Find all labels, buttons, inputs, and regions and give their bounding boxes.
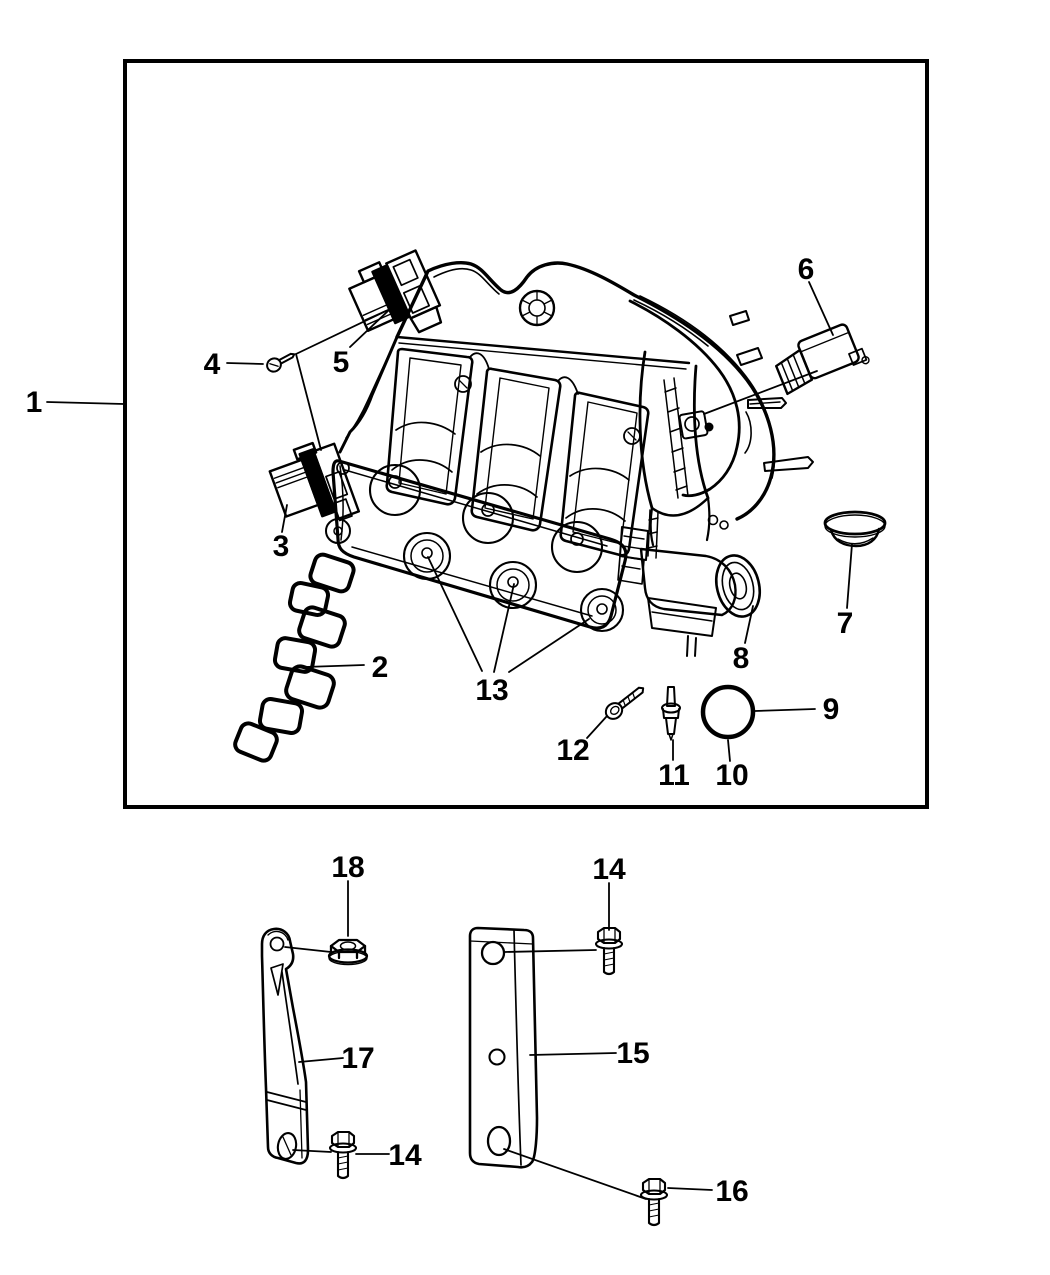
manifold-illustration	[233, 249, 887, 1227]
callout-4: 4	[204, 348, 221, 381]
leader-line-13	[508, 618, 590, 673]
leader-line-4	[226, 362, 264, 365]
intake-manifold-body	[325, 261, 814, 657]
leader-line-13	[493, 583, 515, 673]
leader-line-4	[295, 353, 322, 451]
callout-9: 9	[823, 693, 840, 726]
callout-14: 14	[592, 853, 626, 886]
callout-2: 2	[372, 651, 389, 684]
leader-line-1	[46, 401, 125, 405]
callout-12: 12	[556, 734, 589, 767]
leader-line-9	[754, 708, 816, 712]
o-ring-part-9	[700, 684, 756, 740]
sensor-mounting-boss	[678, 410, 714, 440]
leader-line-14	[504, 949, 597, 953]
callout-8: 8	[733, 642, 750, 675]
leader-line-15	[529, 1052, 617, 1056]
throttle-body	[617, 514, 762, 657]
figure-border-box	[123, 59, 929, 809]
cap-part-7	[823, 510, 887, 548]
callout-16: 16	[715, 1175, 748, 1208]
leader-line-7	[846, 543, 853, 609]
runner-panels	[385, 347, 650, 557]
bolt-part-16	[639, 1177, 669, 1227]
sensor-part-6	[775, 323, 870, 396]
bolt-part-14-bottom	[328, 1130, 358, 1180]
lower-flange	[325, 459, 628, 633]
bolt-part-4	[266, 352, 296, 373]
callout-13: 13	[475, 674, 508, 707]
leader-line-12	[586, 715, 608, 739]
gasket-part-2	[233, 552, 356, 763]
callout-15: 15	[616, 1037, 649, 1070]
leader-line-6	[703, 370, 818, 415]
callout-5: 5	[333, 346, 350, 379]
leader-line-6	[808, 281, 834, 336]
leader-line-14	[292, 1149, 332, 1153]
leader-line-17	[298, 1057, 344, 1063]
callout-17: 17	[341, 1042, 374, 1075]
connector-part-5	[348, 249, 443, 334]
callout-18: 18	[331, 851, 364, 884]
cover-emblem	[518, 289, 556, 327]
callout-14: 14	[388, 1139, 422, 1172]
callout-11: 11	[658, 759, 690, 792]
duct-stubs	[729, 310, 814, 472]
callout-3: 3	[273, 530, 290, 563]
leader-line-5	[349, 309, 390, 348]
callout-1: 1	[26, 386, 43, 419]
connector-part-3	[268, 441, 361, 522]
leader-line-3	[281, 504, 288, 533]
callout-7: 7	[837, 607, 854, 640]
leader-line-10	[727, 739, 731, 762]
nut-part-18	[327, 938, 369, 966]
leader-line-16	[667, 1187, 713, 1191]
callout-6: 6	[798, 253, 815, 286]
bracket-part-17	[260, 927, 310, 1165]
leader-line-18	[284, 946, 332, 953]
leader-line-13	[427, 556, 483, 672]
sensor-part-11	[661, 686, 681, 741]
leader-line-2	[304, 664, 365, 668]
callout-10: 10	[715, 759, 748, 792]
leader-line-8	[744, 605, 754, 644]
leader-line-16	[503, 1148, 647, 1200]
bolt-part-14-top	[594, 926, 624, 976]
leader-line-4	[295, 310, 387, 355]
bracket-part-15	[468, 926, 539, 1169]
